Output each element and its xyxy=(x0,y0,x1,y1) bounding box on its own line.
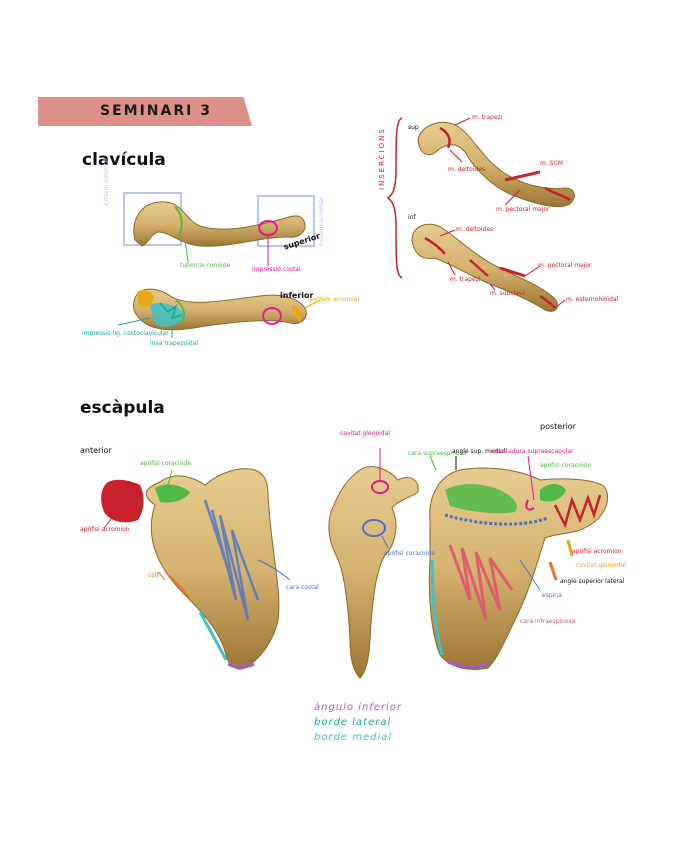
label-apofisi-acromion: apòfisi acromion xyxy=(80,526,130,533)
legend-borde-medial-text: borde medial xyxy=(314,732,393,743)
label-tubercle-conoide: tubercle conoide xyxy=(180,262,231,269)
label-angle-lateral: angle superior lateral xyxy=(560,578,625,585)
label-m-trapezi: m. trapezi xyxy=(472,114,503,121)
label-extrem-acromial: extrem acromial xyxy=(310,296,360,303)
legend-borde-lateral: borde lateral xyxy=(314,717,391,728)
label-posterior: posterior xyxy=(540,422,576,431)
legend-angulo-inferior-text: àngulo inferior xyxy=(314,702,403,713)
label-m-deltoides: m. deltoides xyxy=(448,166,486,173)
label-anterior: anterior xyxy=(80,446,112,455)
label-impressio-costal: impressió costal xyxy=(252,266,301,273)
legend-borde-lateral-text: borde lateral xyxy=(314,717,392,728)
label-inferior: inferior xyxy=(280,291,314,300)
legend-angulo-inferior: àngulo inferior xyxy=(314,702,402,713)
scapula-anterior xyxy=(101,468,291,670)
section-title-clavicula: clavícula xyxy=(82,150,166,170)
label-espina: espina xyxy=(542,592,562,599)
label-m-scm: m. SCM xyxy=(540,160,563,167)
label-cavitat-right: cavitat glenoidal xyxy=(576,562,626,569)
section-title-escapula: escàpula xyxy=(80,398,165,418)
label-cara-infraespinosa: cara infraespinosa xyxy=(520,618,576,625)
label-cavitat-glenoidal: cavitat glenoidal xyxy=(340,430,390,437)
label-m-subclavi: m. subclavi xyxy=(490,290,525,297)
label-impressio-costoclavicular: impressió lig. costoclavicular xyxy=(82,330,169,337)
page-title: SEMINARI 3 xyxy=(100,103,212,119)
label-coll: coll xyxy=(148,572,159,579)
label-cara-supraespinosa: cara supraespinosa xyxy=(408,450,467,457)
insertions-bracket xyxy=(386,117,403,279)
label-insercions: INSERCIONS xyxy=(378,127,386,190)
clavicle-insertions-top xyxy=(417,117,575,208)
label-m-trapezi-2: m. trapezi xyxy=(450,276,481,283)
label-apofisi-coracoide: apòfisi coracoide xyxy=(140,460,191,467)
label-m-pectoral-major-2: m. pectoral major xyxy=(538,262,592,269)
title-banner xyxy=(38,97,252,126)
label-extrem-acromial-side: extrem acromial xyxy=(318,196,325,246)
label-m-deltoides-2: m. deltoides xyxy=(456,226,494,233)
scapula-posterior xyxy=(428,455,608,670)
scapula-lateral xyxy=(328,448,419,679)
label-angle-superior: angle sup. medial xyxy=(452,448,506,455)
label-acromion-right: apòfisi acromion xyxy=(572,548,622,555)
label-extrem-esternal: extrem esternal xyxy=(103,158,110,206)
label-m-pectoral-major: m. pectoral major xyxy=(496,206,550,213)
label-sup-tag: sup xyxy=(408,124,419,131)
label-escotadura: escotadura supraescapular xyxy=(492,448,574,455)
clavicle-superior xyxy=(123,192,315,266)
clavicle-insertions-bottom xyxy=(411,223,566,312)
label-apofisi-coracoide-mid: apòfisi coracoide xyxy=(384,550,435,557)
label-inf-tag: inf xyxy=(408,214,416,221)
legend-borde-medial: borde medial xyxy=(314,732,392,743)
label-apofisi-coracoide-right: apòfisi coracoide xyxy=(540,462,591,469)
label-linia-trapezoidal: línia trapezoïdal xyxy=(150,340,199,347)
label-cara-costal: cara costal xyxy=(286,584,319,591)
label-m-esternohioidal: m. esternohioïdal xyxy=(566,296,619,303)
clavicle-inferior xyxy=(117,288,321,338)
